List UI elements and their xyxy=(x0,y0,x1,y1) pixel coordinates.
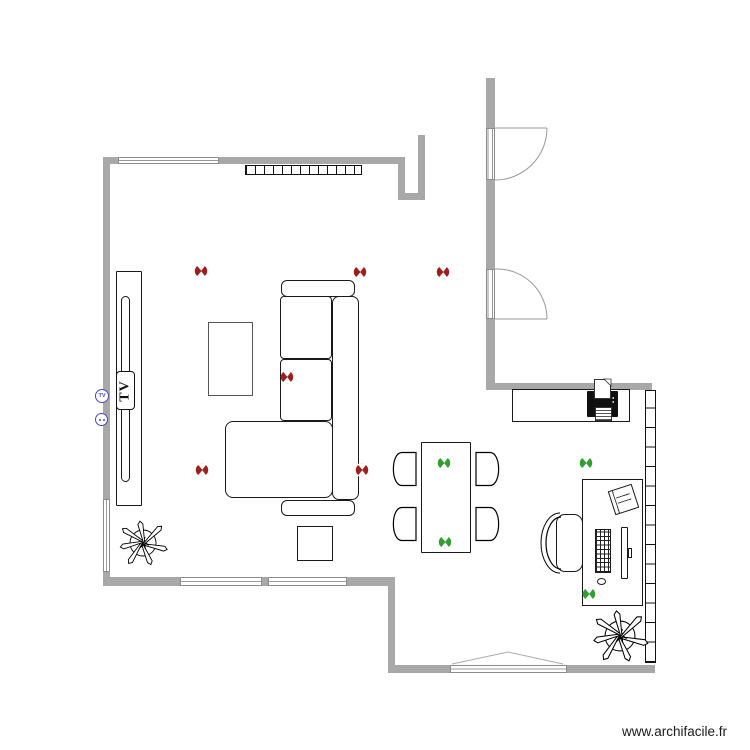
window-bottom-right[interactable] xyxy=(450,665,567,673)
window-bottom-left-1[interactable] xyxy=(180,577,262,586)
dining-chair-bottom-right[interactable] xyxy=(475,506,500,542)
wall-nook-up[interactable] xyxy=(418,135,425,200)
desk-monitor[interactable] xyxy=(621,527,628,579)
desk-monitor-tab[interactable] xyxy=(628,548,632,558)
tv-socket-icon[interactable]: TV xyxy=(95,389,109,403)
dining-table[interactable] xyxy=(421,442,471,553)
ceiling-light-green-3[interactable] xyxy=(579,456,593,470)
door-lower-arc[interactable] xyxy=(494,268,548,320)
door-upper-arc[interactable] xyxy=(494,127,548,181)
wall-mid-horizontal[interactable] xyxy=(486,383,652,390)
sofa-armrest-top[interactable] xyxy=(281,280,355,297)
ceiling-light-red-5[interactable] xyxy=(195,463,209,477)
ceiling-light-red-2[interactable] xyxy=(353,265,367,279)
sofa-armrest-bottom[interactable] xyxy=(281,500,355,516)
power-outlet-icon[interactable] xyxy=(95,413,108,426)
bay-window-marker xyxy=(451,651,564,665)
wall-nook-down[interactable] xyxy=(398,157,405,200)
door-upper-frame[interactable] xyxy=(486,128,495,180)
radiator-right[interactable] xyxy=(645,390,656,663)
ceiling-light-red-3[interactable] xyxy=(436,265,450,279)
printer-paper[interactable] xyxy=(594,379,611,399)
wall-top[interactable] xyxy=(103,157,400,164)
window-bottom-left-2[interactable] xyxy=(268,577,347,586)
plant-bottom-left[interactable] xyxy=(119,520,169,566)
dining-chair-top-left[interactable] xyxy=(392,451,417,487)
sofa-backrest[interactable] xyxy=(332,296,359,500)
dining-chair-bottom-left[interactable] xyxy=(392,506,417,542)
printer-output[interactable] xyxy=(595,407,612,421)
dining-chair-top-right[interactable] xyxy=(475,451,500,487)
mouse[interactable] xyxy=(597,578,606,585)
tv-socket-label: TV xyxy=(98,393,106,399)
sofa-chaise[interactable] xyxy=(225,421,333,498)
outlet-pin xyxy=(98,418,101,421)
wall-nook-bottom[interactable] xyxy=(398,193,425,200)
wall-right-upper[interactable] xyxy=(486,78,495,390)
watermark: www.archifacile.fr xyxy=(621,724,727,739)
tv-furniture-label[interactable]: TV xyxy=(116,371,135,410)
side-table[interactable] xyxy=(297,526,333,561)
ceiling-light-red-1[interactable] xyxy=(194,264,208,278)
radiator-top[interactable] xyxy=(245,165,362,175)
tv-label-text: TV xyxy=(117,379,133,402)
sofa-seat-2[interactable] xyxy=(280,359,332,421)
window-top[interactable] xyxy=(118,157,219,164)
coffee-table[interactable] xyxy=(208,322,253,396)
window-left[interactable] xyxy=(103,499,110,572)
keyboard[interactable] xyxy=(595,529,611,573)
office-chair-seat[interactable] xyxy=(556,514,583,572)
wall-left[interactable] xyxy=(103,157,110,586)
sofa-seat-1[interactable] xyxy=(280,296,332,359)
plant-bottom-right[interactable] xyxy=(592,610,650,663)
outlet-pin xyxy=(102,418,105,421)
door-lower-frame[interactable] xyxy=(486,269,495,319)
wall-step-vertical[interactable] xyxy=(388,577,395,673)
